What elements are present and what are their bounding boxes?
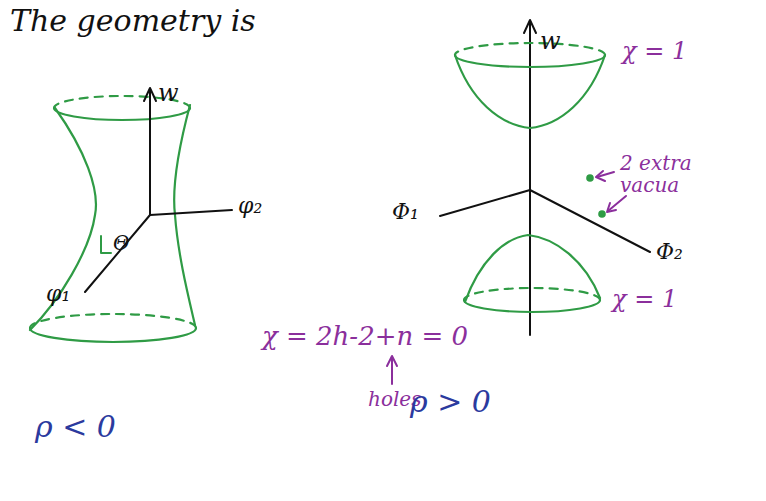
rim-front [30,328,196,342]
axis-label: φ₁ [46,282,70,306]
bowl-side [455,55,605,128]
rim-back [30,314,196,328]
arrow-head [524,20,536,33]
rim-back [464,288,600,300]
euler-label: χ = 1 [612,286,677,312]
axis-label: w [540,28,561,54]
heading: The geometry is [10,4,256,37]
rim-back [455,43,605,55]
axes [85,88,232,292]
w-axis [529,22,531,190]
arrow-head [607,203,616,212]
euler-label: χ = 1 [622,38,687,64]
w-axis [529,190,531,335]
arrow-head [596,171,605,181]
case-label: ρ < 0 [35,410,116,443]
hyperboloid-side [174,105,195,325]
vacuum-dot [598,210,606,218]
hyperboloid [30,96,196,342]
phi1-axis [85,215,150,292]
arrow-head [144,88,156,101]
phi2-axis [530,190,650,252]
angle-mark [101,236,111,253]
w-axis [149,90,151,215]
bowl-side [465,235,600,302]
axis-label: Φ₂ [656,240,683,264]
vacuum-dot [586,174,594,182]
arrow-line [608,196,626,211]
angle-label: Θ [113,232,129,254]
euler-formula: χ = 2h-2+n = 0 [262,322,468,351]
arrow-head [387,356,397,366]
axis-label: Φ₁ [392,200,419,224]
arrow-line [391,358,393,384]
axis-label: w [158,80,179,106]
rim-front [464,300,600,312]
axis-label: φ₂ [238,194,262,218]
case-label: ρ > 0 [410,385,491,418]
rim-front [54,108,190,120]
holes-arrow [387,356,397,384]
bowls [455,43,605,312]
phi2-axis [150,210,232,215]
hyperboloid-side [30,108,96,330]
phi1-axis [440,190,530,216]
annotation: 2 extra vacua [620,152,710,196]
rim-front [455,55,605,67]
